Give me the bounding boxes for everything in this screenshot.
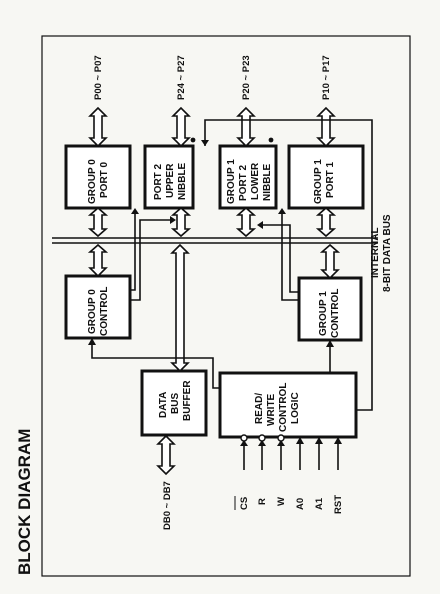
svg-text:A1: A1 — [314, 497, 325, 510]
group0-ctrl-to-port0-wire — [130, 214, 136, 291]
db-label: DB0 ~ DB7 — [162, 481, 173, 530]
diagram-title: BLOCK DIAGRAM — [15, 429, 34, 575]
p0-label: P00 ~ P07 — [93, 55, 104, 100]
group1-control-block: GROUP 1 CONTROL — [297, 276, 363, 342]
a0-pin: A0 — [295, 437, 306, 510]
svg-text:GROUP 1: GROUP 1 — [226, 159, 237, 204]
svg-text:GROUP 0: GROUP 0 — [87, 289, 98, 334]
svg-text:A0: A0 — [295, 498, 306, 510]
svg-text:GROUP 1: GROUP 1 — [313, 159, 324, 204]
port2-upper-nibble-block: PORT 2 UPPER NIBBLE — [143, 144, 195, 210]
svg-text:LOWER: LOWER — [250, 162, 261, 200]
arrowhead — [326, 340, 334, 347]
svg-text:NIBBLE: NIBBLE — [177, 162, 188, 200]
port1-internal-bus-arrow — [315, 206, 337, 238]
rw-to-group0-wire — [91, 344, 220, 389]
svg-text:GROUP 0: GROUP 0 — [87, 159, 98, 204]
port2u-internal-bus-arrow — [170, 206, 192, 238]
svg-text:BUFFER: BUFFER — [182, 380, 193, 421]
svg-text:INTERNAL: INTERNAL — [370, 227, 381, 278]
svg-text:W: W — [276, 497, 287, 506]
svg-text:WRITE: WRITE — [266, 393, 277, 426]
svg-text:PORT 2: PORT 2 — [153, 163, 164, 200]
p0-bus-arrow — [88, 106, 108, 148]
svg-text:R: R — [257, 498, 268, 505]
cs-pin: CS — [234, 434, 250, 510]
w-pin: W — [276, 434, 287, 506]
group1-control-bus-arrow — [319, 243, 341, 280]
group1-port1-block: GROUP 1 PORT 1 — [287, 144, 365, 210]
data-bus-buffer-block: DATA BUS BUFFER — [140, 369, 208, 437]
svg-text:BUS: BUS — [170, 393, 181, 414]
svg-text:DATA: DATA — [158, 392, 169, 418]
svg-text:RST: RST — [333, 495, 344, 514]
arrowhead — [278, 208, 286, 214]
p2-lower-label: P20 ~ P23 — [241, 55, 252, 100]
arrowhead — [257, 221, 263, 229]
r-pin: R — [257, 434, 268, 505]
port0-internal-bus-arrow — [87, 206, 109, 238]
group1-ctrl-to-port2l-wire — [263, 224, 299, 293]
p2-upper-bus-arrow — [171, 106, 191, 148]
port2-lower-nibble-block: GROUP 1 PORT 2 LOWER NIBBLE — [218, 144, 278, 210]
svg-text:8-BIT DATA BUS: 8-BIT DATA BUS — [382, 214, 393, 292]
arrowhead — [131, 208, 139, 214]
arrowhead — [170, 216, 176, 224]
svg-text:PORT 1: PORT 1 — [325, 161, 336, 198]
svg-text:CS: CS — [239, 497, 250, 510]
p1-bus-arrow — [316, 106, 336, 148]
diagram-frame — [41, 35, 411, 577]
port2l-internal-bus-arrow — [235, 206, 257, 238]
group0-control-block: GROUP 0 CONTROL — [64, 274, 132, 340]
group0-control-bus-arrow — [87, 243, 109, 278]
read-write-control-logic-block: READ/ WRITE CONTROL LOGIC — [218, 371, 358, 439]
junction-dot — [190, 137, 196, 143]
svg-text:READ/: READ/ — [254, 393, 265, 424]
rst-pin: RST — [333, 437, 344, 514]
group0-port0-block: GROUP 0 PORT 0 — [64, 144, 132, 210]
db-bus-arrow — [156, 434, 176, 476]
feedback-wire — [204, 119, 373, 411]
svg-text:PORT 0: PORT 0 — [99, 161, 110, 198]
p1-label: P10 ~ P17 — [321, 55, 332, 100]
svg-text:CONTROL: CONTROL — [278, 383, 289, 432]
internal-bus-label: INTERNAL 8-BIT DATA BUS — [370, 214, 393, 292]
arrowhead — [88, 338, 96, 345]
svg-text:CONTROL: CONTROL — [330, 289, 341, 338]
svg-text:LOGIC: LOGIC — [290, 392, 301, 424]
buffer-internal-bus-arrow — [170, 243, 190, 373]
svg-text:NIBBLE: NIBBLE — [262, 163, 273, 201]
p2-upper-label: P24 ~ P27 — [176, 55, 187, 100]
svg-text:CONTROL: CONTROL — [99, 287, 110, 336]
arrowhead — [201, 140, 209, 146]
group0-ctrl-to-port2u-wire — [130, 219, 170, 301]
p2-lower-bus-arrow — [236, 106, 256, 148]
svg-text:UPPER: UPPER — [165, 163, 176, 198]
group1-ctrl-to-port1-wire — [281, 214, 299, 301]
a1-pin: A1 — [314, 437, 325, 510]
svg-text:PORT 2: PORT 2 — [238, 164, 249, 201]
junction-dot — [268, 137, 274, 143]
svg-text:GROUP 1: GROUP 1 — [318, 291, 329, 336]
